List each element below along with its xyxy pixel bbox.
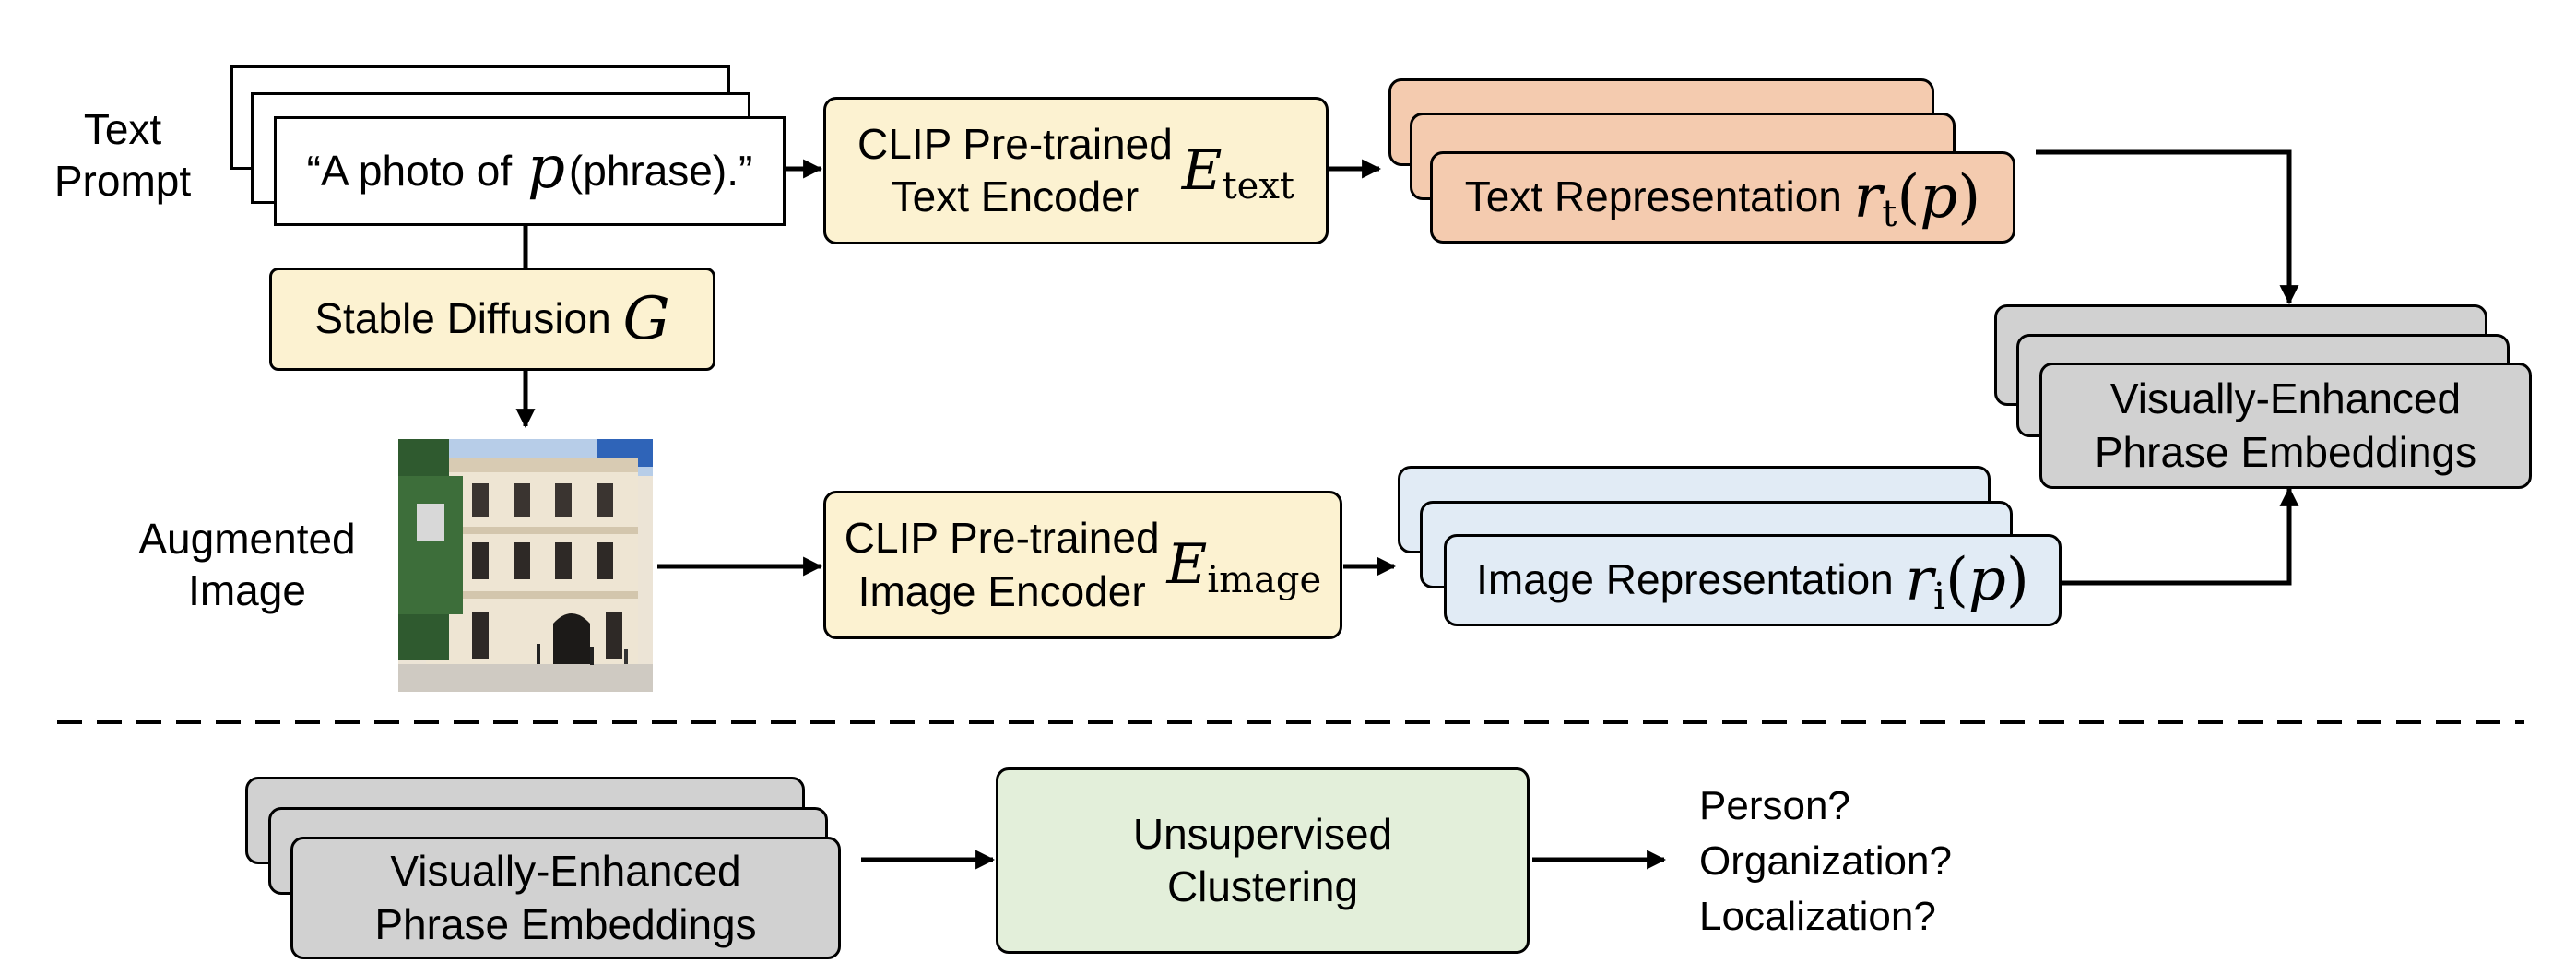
image-repr-paren-close: ) [2005,546,2029,614]
text-encoder-symbol: E [1181,137,1223,203]
embeddings-line1: Visually-Enhanced [2109,374,2462,422]
bottom-embeddings-line2: Phrase Embeddings [374,899,757,948]
text-repr-paren-close: ) [1957,163,1981,232]
augmented-building-image [398,439,653,692]
text-repr-label: Text Representation [1464,172,1854,221]
bottom-embeddings-card: Visually-Enhanced Phrase Embeddings [290,837,841,959]
text-prompt-label: Text Prompt [44,103,201,207]
prompt-suffix: (phrase).” [568,146,753,195]
image-encoder-symbol: E [1166,532,1208,597]
arrow-text-repr-to-embeddings [2036,149,2299,305]
arrow-image-repr-to-embeddings [2062,486,2299,586]
text-repr-arg: p [1920,163,1958,232]
image-encoder-subscript: image [1207,559,1322,601]
question-organization: Organization? [1699,838,1952,884]
text-repr-symbol: r [1853,163,1883,232]
image-encoder-line2: Image Encoder [857,566,1146,615]
augmented-label-line2: Image [188,566,306,615]
question-person: Person? [1699,783,1850,828]
embeddings-line2: Phrase Embeddings [2094,427,2477,476]
embeddings-card: Visually-Enhanced Phrase Embeddings [2039,363,2532,489]
text-encoder-line1: CLIP Pre-trained [857,119,1173,168]
text-encoder-line2: Text Encoder [891,172,1140,220]
text-repr-subscript: t [1882,193,1897,235]
image-encoder-line1: CLIP Pre-trained [844,514,1160,562]
prompt-card: “A photo of p (phrase).” [274,116,786,226]
image-repr-paren-open: ( [1944,546,1968,614]
question-localization: Localization? [1699,894,1936,939]
image-repr-subscript: i [1933,576,1945,618]
prompt-prefix: “A photo of [306,146,524,195]
text-prompt-label-line1: Text [83,105,162,153]
diffusion-label: Stable Diffusion [314,294,623,343]
image-repr-label: Image Representation [1476,555,1906,604]
diffusion-symbol: G [622,285,670,353]
text-repr-paren-open: ( [1897,163,1920,232]
clustering-line2: Clustering [1166,862,1359,910]
augmented-label-line1: Augmented [138,515,356,563]
clustering-box: Unsupervised Clustering [996,767,1530,954]
image-repr-symbol: r [1905,546,1934,614]
prompt-var: p [526,133,565,202]
text-prompt-label-line2: Prompt [53,157,192,206]
text-encoder-subscript: text [1222,164,1294,208]
clustering-line1: Unsupervised [1132,809,1393,858]
stable-diffusion-box: Stable Diffusion G [269,268,715,371]
augmented-image-label: Augmented Image [109,513,385,616]
image-repr-arg: p [1967,546,2006,614]
bottom-embeddings-line1: Visually-Enhanced [390,847,741,895]
